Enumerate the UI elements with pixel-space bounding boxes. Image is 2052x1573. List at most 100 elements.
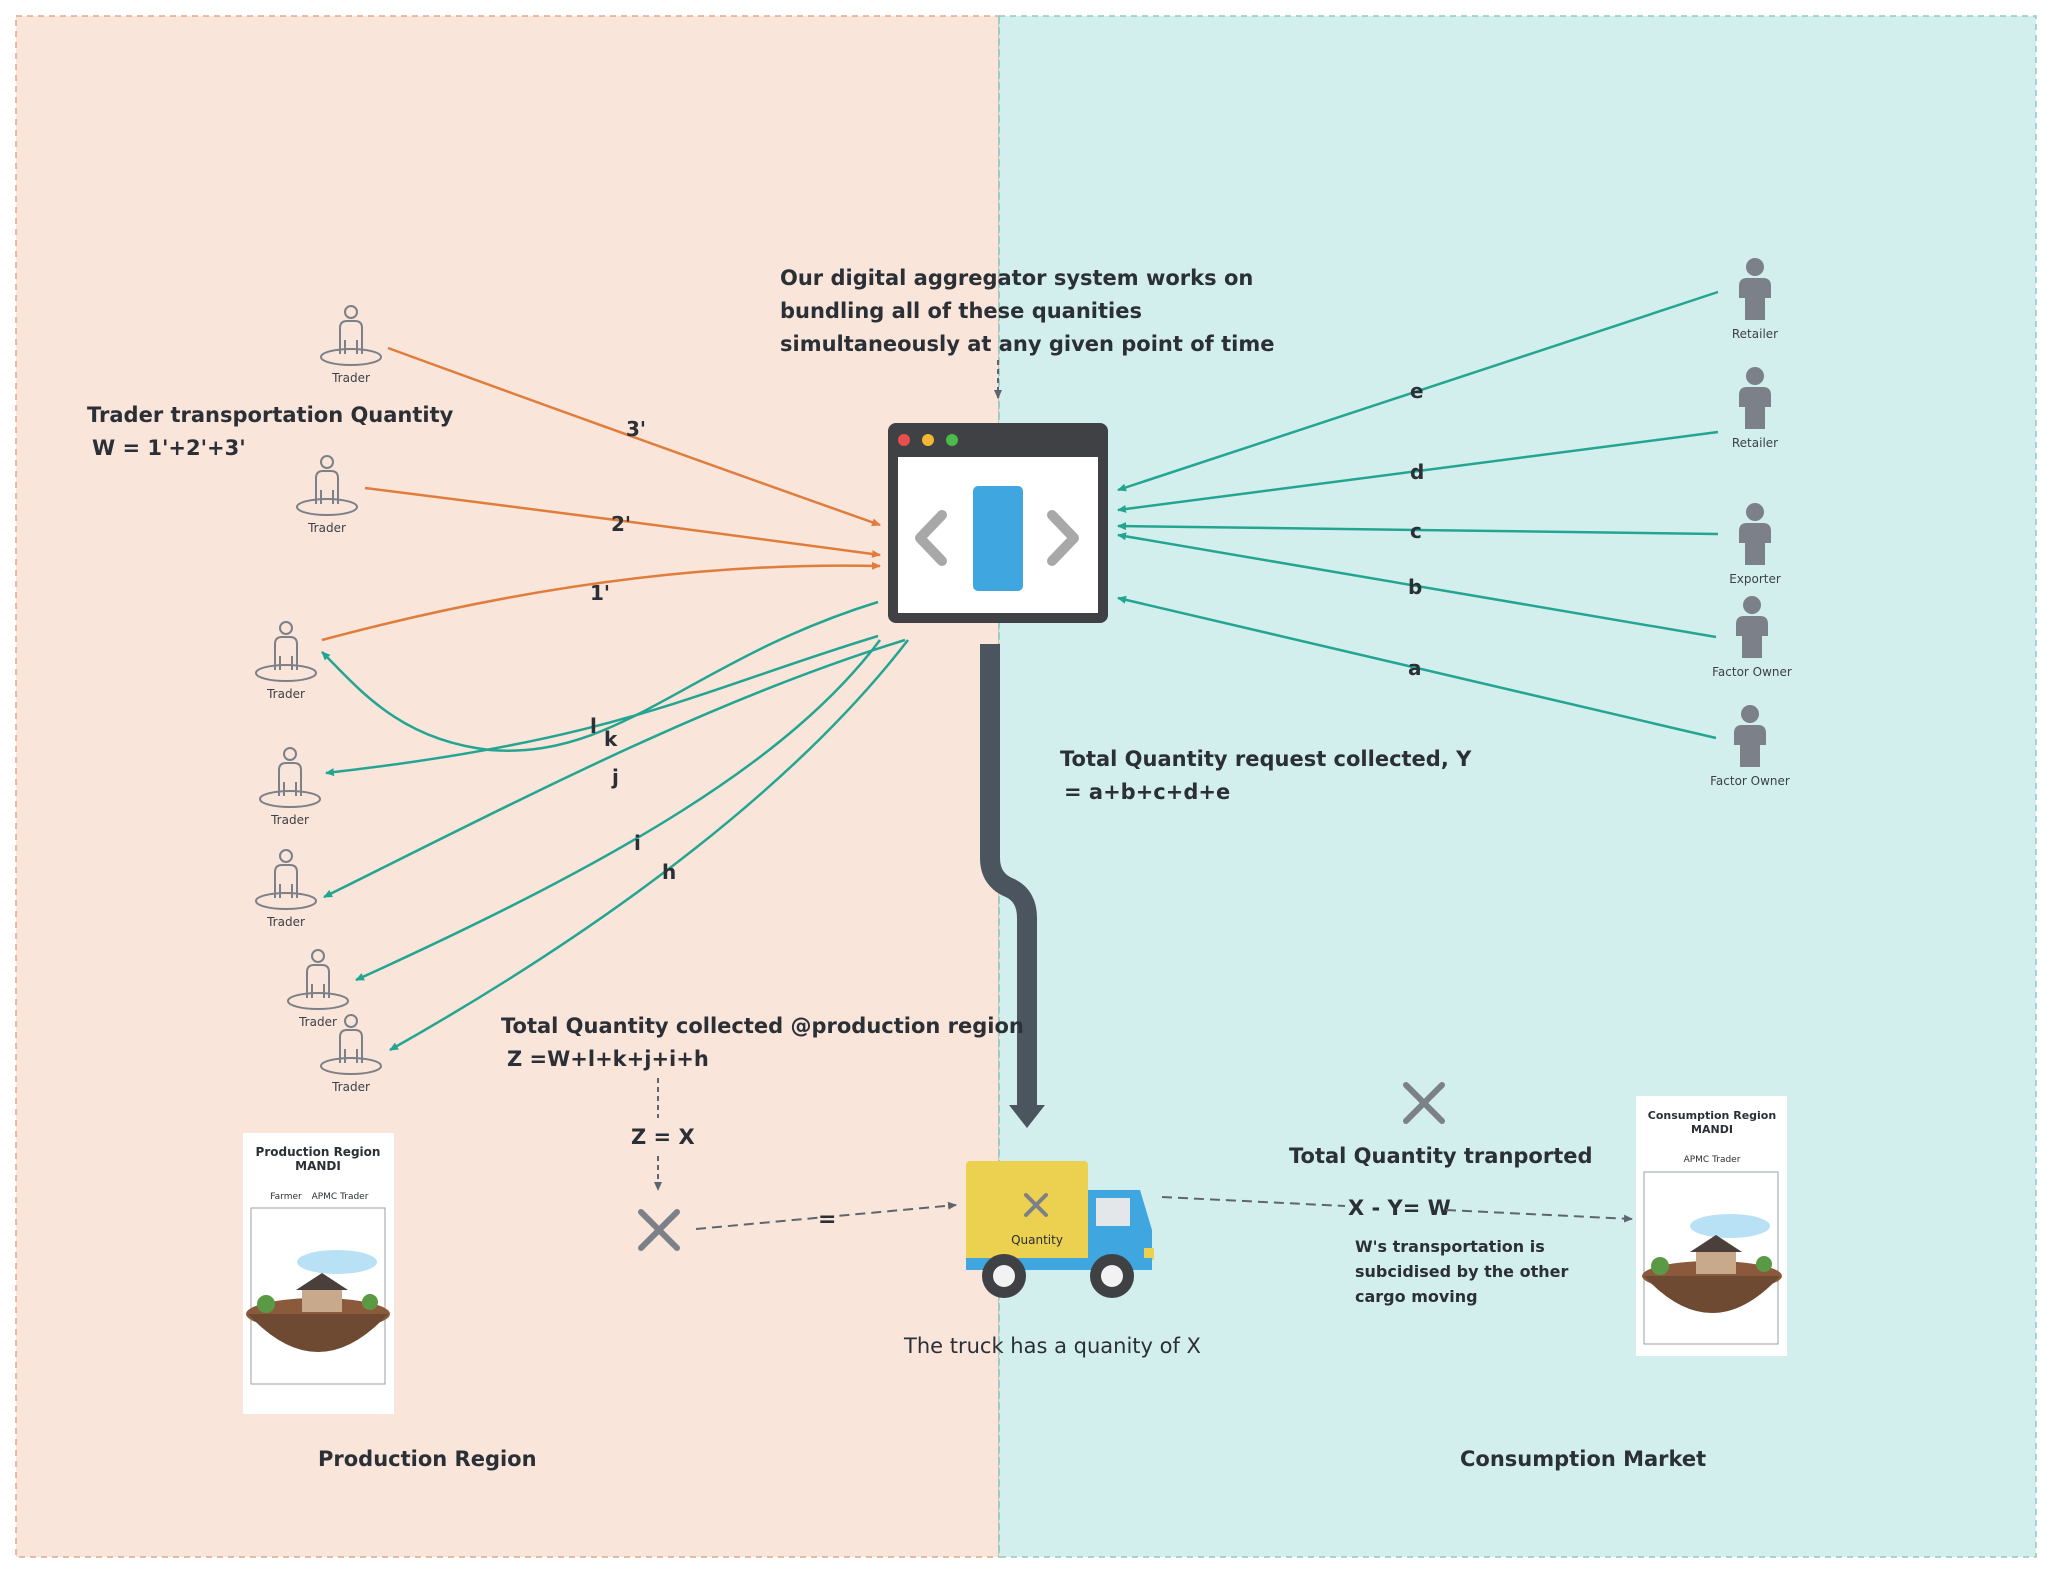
trader-label: Trader [298, 1015, 337, 1029]
subsidy-note-line3: cargo moving [1355, 1287, 1478, 1306]
trader-label: Trader [266, 687, 305, 701]
trader-person-icon [255, 849, 317, 910]
buyer-node: Exporter [1729, 503, 1781, 586]
production-mandi-farmer: Farmer [270, 1192, 302, 1202]
consumption-mandi-card: Consumption Region MANDI APMC Trader [1636, 1096, 1787, 1356]
chevron-left-icon [915, 510, 947, 566]
production-region-panel [15, 15, 1000, 1558]
total-production-line1: Total Quantity collected @production reg… [501, 1014, 1024, 1038]
x-minus-y-label: X - Y= W [1348, 1196, 1451, 1220]
aggregator-app-window [888, 423, 1108, 623]
truck-caption: The truck has a quanity of X [903, 1334, 1201, 1358]
edge-label-e: e [1410, 379, 1424, 403]
floating-island-icon [1642, 1214, 1782, 1313]
edge-label-i: i [634, 831, 641, 855]
production-mandi-card: Production Region MANDI Farmer APMC Trad… [243, 1133, 394, 1414]
edge-label-1prime: 1' [590, 581, 610, 605]
buyer-node: Factor Owner [1710, 705, 1790, 788]
buyer-person-icon [1739, 258, 1771, 320]
edge-i [355, 639, 881, 982]
buyer-person-icon [1734, 705, 1766, 767]
trader-person-icon [296, 455, 358, 516]
aggregator-note-line3: simultaneously at any given point of tim… [780, 332, 1274, 356]
subsidy-note-line1: W's transportation is [1355, 1237, 1545, 1256]
teal-in-edges [1117, 290, 1719, 740]
buyer-label: Factor Owner [1710, 774, 1790, 788]
aggregator-note-line2: bundling all of these quanities [780, 299, 1142, 323]
trader-node: Trader [296, 455, 358, 535]
window-maximize-dot [946, 434, 958, 446]
edge-k [325, 634, 879, 777]
trader-person-icon [259, 747, 321, 808]
consumption-region-title: Consumption Market [1460, 1447, 1706, 1471]
total-transported-label: Total Quantity tranported [1289, 1144, 1593, 1168]
buyer-label: Factor Owner [1712, 665, 1792, 679]
truck-quantity-label: Quantity [1011, 1233, 1063, 1247]
edge-a [1117, 595, 1717, 740]
trader-person-icon [255, 621, 317, 682]
trader-node: Trader [320, 1014, 382, 1094]
trader-qty-formula: W = 1'+2'+3' [92, 436, 246, 460]
buyer-person-icon [1739, 367, 1771, 429]
edge-label-l: l [590, 714, 597, 738]
trader-node: Trader [255, 849, 317, 929]
buyer-label: Exporter [1729, 572, 1781, 586]
edge-e [1117, 290, 1719, 492]
total-production-line2: Z =W+l+k+j+i+h [507, 1047, 709, 1071]
trader-node: Trader [287, 949, 349, 1029]
edge-h [389, 639, 909, 1052]
edge-3prime [387, 346, 881, 527]
trader-qty-title: Trader transportation Quantity [87, 403, 454, 427]
buyer-label: Retailer [1732, 436, 1778, 450]
edge-c [1117, 522, 1719, 536]
trader-label: Trader [331, 1080, 370, 1094]
floating-island-icon [246, 1250, 390, 1352]
buyer-person-icon [1739, 503, 1771, 565]
trader-person-icon [287, 949, 349, 1010]
aggregator-note-line1: Our digital aggregator system works on [780, 266, 1253, 290]
buyer-label: Retailer [1732, 327, 1778, 341]
trader-node: Trader [259, 747, 321, 827]
equals-sign: = [818, 1207, 836, 1232]
edge-label-j: j [611, 765, 619, 789]
edge-label-d: d [1410, 460, 1424, 484]
truck-to-market-dashed-left [1161, 1196, 1346, 1207]
edge-1prime [321, 561, 881, 642]
x-to-truck-dashed-arrow [695, 1201, 957, 1230]
edge-l [321, 600, 879, 752]
edge-label-c: c [1410, 519, 1422, 543]
production-mandi-subtitle: MANDI [295, 1159, 341, 1173]
trader-person-icon [320, 305, 382, 366]
edge-label-a: a [1408, 656, 1422, 680]
window-minimize-dot [922, 434, 934, 446]
orange-edges [321, 346, 881, 642]
aggregator-to-truck-pipe [980, 644, 1037, 1105]
production-mandi-title: Production Region [256, 1145, 381, 1159]
x-mark-icon [638, 1209, 680, 1251]
buyer-person-icon [1736, 596, 1768, 658]
consumption-mandi-subtitle: MANDI [1691, 1123, 1733, 1136]
subsidy-note-line2: subcidised by the other [1355, 1262, 1568, 1281]
truck-icon [966, 1161, 1154, 1298]
edge-2prime [364, 486, 881, 558]
buyer-node: Retailer [1732, 258, 1778, 341]
edge-b [1117, 532, 1717, 639]
edge-label-2prime: 2' [611, 512, 631, 536]
consumption-region-panel [998, 15, 2037, 1558]
edge-label-3prime: 3' [626, 417, 646, 441]
edge-label-b: b [1408, 575, 1422, 599]
edge-d [1117, 430, 1719, 513]
buyer-node: Factor Owner [1712, 596, 1792, 679]
trader-person-icon [320, 1014, 382, 1075]
chevron-right-icon [1047, 510, 1079, 566]
production-region-title: Production Region [318, 1447, 537, 1471]
phone-icon [973, 486, 1023, 591]
trader-node: Trader [255, 621, 317, 701]
trader-label: Trader [331, 371, 370, 385]
traders-group: TraderTraderTraderTraderTraderTraderTrad… [255, 305, 382, 1094]
total-request-line1: Total Quantity request collected, Y [1060, 747, 1472, 771]
edge-label-k: k [604, 727, 618, 751]
total-request-line2: = a+b+c+d+e [1064, 780, 1230, 804]
